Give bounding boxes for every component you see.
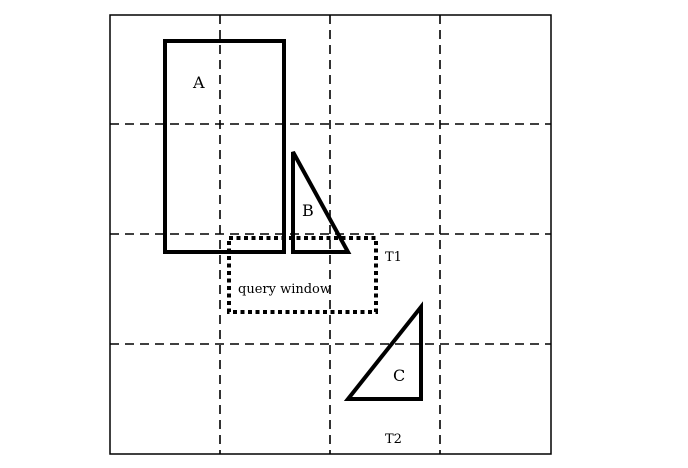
triangle-c (343, 301, 423, 401)
query-window-rect (227, 236, 378, 314)
grid-lines (110, 15, 551, 454)
label-c: C (393, 366, 405, 385)
triangle-b (291, 151, 352, 254)
label-a: A (192, 73, 205, 92)
label-b: B (302, 201, 314, 220)
label-query-window: query window (238, 282, 331, 297)
label-t1: T1 (385, 250, 402, 265)
rectangle-a (163, 39, 286, 254)
label-t2: T2 (385, 432, 402, 447)
